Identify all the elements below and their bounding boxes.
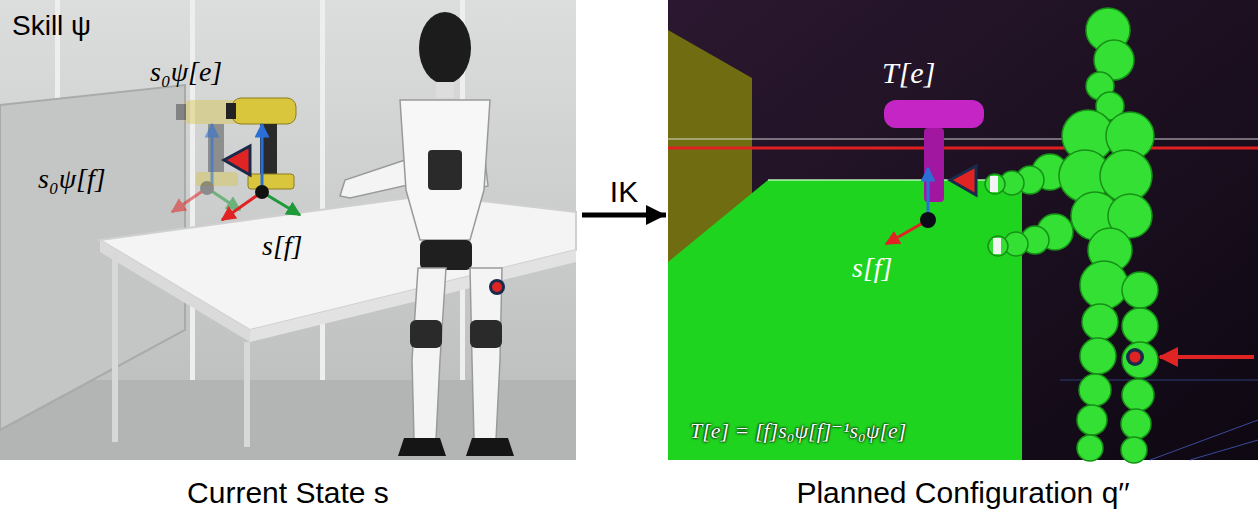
robot-hand [990, 176, 998, 192]
collision-sphere [1122, 379, 1154, 411]
robot-neck [436, 82, 454, 98]
z-axis [927, 168, 930, 218]
collision-sphere-robot [985, 8, 1158, 463]
target-drill-body [884, 100, 984, 128]
robot-knee [410, 320, 442, 348]
robot-foot [466, 438, 514, 456]
guide-line [668, 147, 1258, 150]
pelvis-marker [492, 282, 502, 292]
drill-body [232, 98, 296, 124]
z-axis [261, 124, 264, 190]
panel-caption: Planned Configuration q′′ [668, 476, 1258, 511]
target-label: T[e] [882, 56, 935, 91]
edge-label: IK [610, 175, 638, 210]
frame-label: s₀ψ[f] [38, 163, 106, 195]
guide-line [668, 139, 1258, 140]
grid-line [1190, 440, 1258, 460]
drill-nose [176, 104, 186, 120]
panel-caption: Current State s [0, 476, 576, 511]
humanoid-robot [340, 12, 514, 456]
frame-origin [200, 181, 214, 195]
collision-sphere [1121, 409, 1151, 439]
photo-panel: Current State s Skill ψ s₀ψ[e] s₀ψ[f] s[f] [0, 0, 576, 530]
skill-label: Skill ψ [12, 10, 91, 42]
frame-origin [920, 212, 936, 228]
collision-sphere [1082, 304, 1118, 340]
z-axis [211, 124, 214, 186]
robot-torso [400, 100, 490, 240]
x-axis [222, 192, 262, 220]
plane-edge [768, 179, 1022, 181]
collision-sphere [1077, 435, 1103, 461]
collision-sphere [1122, 308, 1158, 344]
render-panel: Planned Configuration q′′ T[e] s[f] T[e] = … [668, 0, 1258, 530]
pelvis-marker [1126, 348, 1144, 366]
equation: T[e] = [f]s₀ψ[f]⁻¹s₀ψ[e] [690, 418, 906, 443]
frame-label: s[f] [262, 230, 302, 262]
robot-arm [340, 160, 408, 198]
collision-sphere [1077, 405, 1107, 435]
collision-sphere [1122, 272, 1158, 308]
robot-head [419, 12, 471, 84]
robot-leg [412, 268, 446, 440]
frame-origin [255, 185, 269, 199]
render-background [668, 0, 1258, 460]
pelvis-marker [489, 279, 505, 295]
robot-knee [470, 320, 502, 348]
table-collision-plane [668, 180, 1022, 460]
table-edge [100, 240, 250, 342]
frame-label: s₀ψ[e] [150, 56, 222, 88]
collision-sphere [988, 236, 1008, 256]
pelvis-marker [1130, 352, 1141, 363]
drill-handle [208, 124, 224, 174]
collision-sphere [1122, 342, 1158, 378]
robot-pelvis [420, 240, 472, 270]
photo-background [0, 0, 576, 460]
robot-chest-panel [428, 150, 462, 190]
collision-sphere [1080, 338, 1116, 374]
robot-foot [398, 438, 446, 456]
end-effector-marker [950, 166, 976, 195]
collision-sphere [1121, 437, 1147, 463]
drill-battery [248, 174, 294, 189]
table-leg [112, 252, 118, 442]
collision-sphere [985, 174, 1005, 194]
flow-arrow [582, 213, 666, 218]
table-leg [244, 342, 250, 447]
pelvis-pointer-arrow [1160, 355, 1254, 359]
ghost-drill [176, 100, 244, 186]
robot-hand [993, 238, 1001, 254]
grid-line [1150, 420, 1258, 460]
collision-sphere [1080, 261, 1128, 309]
end-effector-marker [224, 146, 250, 175]
frame-label: s[f] [852, 252, 892, 284]
collision-sphere [1079, 374, 1111, 406]
drill-nose [226, 103, 236, 119]
ghost-frame [172, 124, 240, 212]
